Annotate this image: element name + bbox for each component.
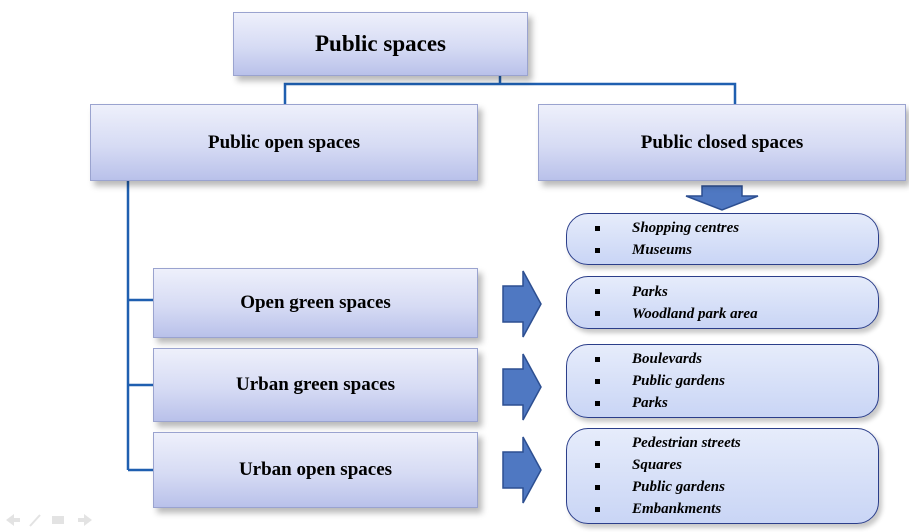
nav-draw-icon[interactable] bbox=[29, 514, 41, 527]
list-item: Museums bbox=[595, 239, 878, 261]
list-item: Embankments bbox=[595, 498, 878, 520]
connector-root-branches bbox=[283, 76, 737, 104]
list-item: Woodland park area bbox=[595, 303, 878, 325]
list-item-text: Parks bbox=[632, 283, 668, 300]
right-arrow-1 bbox=[502, 270, 542, 338]
node-urban-open-spaces-label: Urban open spaces bbox=[238, 459, 393, 480]
list-item-text: Pedestrian streets bbox=[632, 435, 741, 451]
list-item: Boulevards bbox=[595, 348, 878, 370]
bullet-icon bbox=[595, 440, 600, 446]
node-public-spaces-label: Public spaces bbox=[315, 31, 446, 56]
list-item-text: Shopping centres bbox=[632, 220, 740, 236]
list-urban-green-spaces: Boulevards Public gardens Parks bbox=[566, 344, 879, 418]
node-urban-open-spaces: Urban open spaces bbox=[153, 432, 478, 508]
list-item: Shopping centres bbox=[595, 217, 878, 239]
bullet-icon bbox=[595, 225, 600, 231]
nav-next-icon[interactable] bbox=[78, 514, 92, 526]
list-closed-spaces: Shopping centres Museums bbox=[566, 213, 879, 265]
node-open-green-spaces: Open green spaces bbox=[153, 268, 478, 338]
list-item: Public gardens bbox=[595, 370, 878, 392]
list-item-text: Squares bbox=[632, 457, 683, 473]
bullet-icon bbox=[595, 311, 600, 316]
list-item: Squares bbox=[595, 454, 878, 476]
nav-prev-icon[interactable] bbox=[6, 514, 20, 526]
bullet-icon bbox=[595, 289, 600, 294]
list-item: Parks bbox=[595, 392, 878, 414]
list-item: Pedestrian streets bbox=[595, 432, 878, 454]
node-public-closed-spaces-label: Public closed spaces bbox=[640, 131, 804, 153]
list-item-text: Museums bbox=[632, 242, 693, 258]
list-item-text: Public gardens bbox=[632, 479, 725, 495]
down-arrow bbox=[685, 185, 759, 211]
node-public-open-spaces: Public open spaces bbox=[90, 104, 478, 181]
node-open-green-spaces-label: Open green spaces bbox=[240, 292, 391, 313]
bullet-icon bbox=[595, 247, 600, 253]
bullet-icon bbox=[595, 356, 600, 362]
list-urban-open-spaces: Pedestrian streets Squares Public garden… bbox=[566, 428, 879, 524]
list-item-text: Parks bbox=[632, 395, 668, 411]
nav-menu-icon[interactable] bbox=[52, 516, 64, 524]
bullet-icon bbox=[595, 506, 600, 512]
bullet-icon bbox=[595, 378, 600, 384]
list-open-green-spaces: Parks Woodland park area bbox=[566, 276, 879, 329]
bullet-icon bbox=[595, 462, 600, 468]
list-item: Parks bbox=[595, 281, 878, 303]
slide-nav-controls bbox=[6, 514, 92, 527]
list-item-text: Embankments bbox=[632, 501, 722, 517]
connector-open-subs bbox=[126, 181, 153, 472]
list-item-text: Boulevards bbox=[632, 351, 703, 367]
list-item-text: Woodland park area bbox=[632, 305, 758, 322]
bullet-icon bbox=[595, 400, 600, 406]
node-public-closed-spaces: Public closed spaces bbox=[538, 104, 906, 181]
node-urban-green-spaces: Urban green spaces bbox=[153, 348, 478, 422]
node-public-open-spaces-label: Public open spaces bbox=[207, 131, 361, 153]
right-arrow-3 bbox=[502, 436, 542, 504]
bullet-icon bbox=[595, 484, 600, 490]
list-item-text: Public gardens bbox=[632, 373, 725, 389]
list-item: Public gardens bbox=[595, 476, 878, 498]
node-public-spaces: Public spaces bbox=[233, 12, 528, 76]
node-urban-green-spaces-label: Urban green spaces bbox=[235, 374, 396, 395]
right-arrow-2 bbox=[502, 353, 542, 421]
